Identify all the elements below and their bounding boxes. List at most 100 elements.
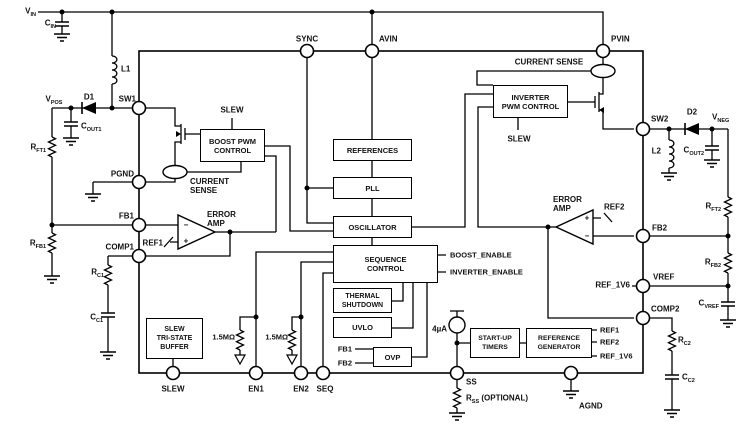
pin-comp2 <box>635 310 651 326</box>
inductor-l1 <box>111 55 118 85</box>
rss-label: RSS (OPTIONAL) <box>466 393 529 406</box>
capacitor-cc1 <box>100 312 116 318</box>
en2-pin-label: EN2 <box>293 384 309 394</box>
block-oscillator: OSCILLATOR <box>333 216 412 238</box>
sw2-pin-label: SW2 <box>651 114 669 124</box>
inverter-enable-label: INVERTER_ENABLE <box>450 267 523 277</box>
current-source-4ua <box>448 316 466 334</box>
cin-label: CIN <box>44 18 56 31</box>
junction-dot <box>725 233 731 239</box>
resistor-rss <box>452 387 462 409</box>
rfb2-label: RFB2 <box>704 257 721 270</box>
rc1-label: RC1 <box>91 267 104 280</box>
wires-external-bottom <box>456 380 572 413</box>
junction-dot <box>253 314 259 320</box>
pin-pvin <box>595 43 611 59</box>
pulldown-1m5-label-en2: 1.5MΩ <box>265 332 288 342</box>
ground-icon <box>62 137 80 146</box>
junction-dot <box>725 283 731 289</box>
capacitor-cout1 <box>63 121 79 127</box>
pin-vref <box>635 278 651 294</box>
current-sense-ellipse-boost <box>162 164 188 180</box>
vpos-label: VPOS <box>45 94 63 107</box>
pin-fb1 <box>131 217 147 233</box>
seq-pin-label: SEQ <box>316 384 334 394</box>
ovp-fb2-label: FB2 <box>337 358 352 368</box>
rc2-label: RC2 <box>678 335 691 348</box>
junction-dot <box>666 126 672 132</box>
error-amp-boost <box>177 213 217 251</box>
block-startup-timers: START-UP TIMERS <box>470 328 520 358</box>
pin-slew <box>165 365 181 381</box>
ground-icon <box>84 193 102 202</box>
current-4ua-label: 4µA <box>432 324 447 334</box>
rft2-label: RFT2 <box>705 201 721 214</box>
ref-1v6-output-label: REF_1V6 <box>600 351 633 361</box>
pvin-pin-label: PVIN <box>611 34 630 44</box>
resistor-rfb1 <box>47 232 57 254</box>
en1-pin-label: EN1 <box>248 384 264 394</box>
junction-dot <box>545 224 551 230</box>
block-pll: PLL <box>333 177 412 199</box>
block-boost-pwm-control: BOOST PWM CONTROL <box>200 129 265 162</box>
block-inverter-pwm-control: INVERTER PWM CONTROL <box>493 85 568 118</box>
block-sequence-control: SEQUENCE CONTROL <box>333 245 438 283</box>
d2-label: D2 <box>686 107 698 117</box>
rfb1-label: RFB1 <box>29 238 46 251</box>
resistor-rft1 <box>47 136 57 158</box>
junction-dot <box>298 314 304 320</box>
junction-dot <box>49 222 55 228</box>
fb1-pin-label: FB1 <box>118 211 134 221</box>
pin-fb2 <box>635 228 651 244</box>
current-sense-label-inverter: CURRENT SENSE <box>514 57 584 67</box>
slew-label-boost: SLEW <box>220 105 244 115</box>
block-thermal-shutdown: THERMAL SHUTDOWN <box>333 288 392 313</box>
ground-icon <box>53 33 71 42</box>
sync-pin-label: SYNC <box>295 34 319 44</box>
ref1-output-label: REF1 <box>600 325 620 335</box>
wires-center-column <box>306 58 373 245</box>
ss-pin-label: SS <box>466 377 477 387</box>
resistor-pulldown-en1 <box>235 329 245 351</box>
diode-d2 <box>684 122 700 136</box>
junction-dot <box>109 105 115 111</box>
ground-icon <box>448 412 466 421</box>
ea1-plus-sign: + <box>183 236 189 246</box>
sw1-pin-label: SW1 <box>118 94 136 104</box>
l1-label: L1 <box>121 64 131 74</box>
junction-dot <box>709 126 715 132</box>
resistor-rc1 <box>103 264 113 286</box>
junction-dot <box>227 229 233 235</box>
mosfet-arrow-icon <box>176 131 181 137</box>
error-amp-inverter <box>554 208 594 246</box>
capacitor-cout2 <box>704 145 720 151</box>
ground-icon <box>663 409 681 418</box>
current-sense-ellipse-inverter <box>590 63 616 79</box>
junction-dot <box>304 185 310 191</box>
ea1-minus-sign: − <box>183 220 189 230</box>
cc1-label: CC1 <box>90 312 103 325</box>
resistor-pulldown-en2 <box>287 329 297 351</box>
block-ovp: OVP <box>373 347 412 367</box>
fb2-pin-label: FB2 <box>652 223 668 233</box>
ea2-minus-sign: − <box>584 231 590 241</box>
wires-inverter-section <box>412 58 636 319</box>
slew-label-inverter: SLEW <box>507 134 531 144</box>
d1-label: D1 <box>83 92 95 102</box>
capacitor-cc2 <box>664 374 680 380</box>
diode-d1 <box>81 101 97 115</box>
resistor-rc2 <box>667 330 677 352</box>
error-amp-label-boost: ERROR AMP <box>207 210 236 228</box>
cout2-label: COUT2 <box>683 145 704 158</box>
ground-icon <box>562 390 580 399</box>
vref-pin-label: VREF <box>653 272 675 282</box>
ovp-fb1-label: FB1 <box>337 344 352 354</box>
ground-icon <box>703 159 721 168</box>
cout1-label: COUT1 <box>81 121 102 134</box>
comp1-pin-label: COMP1 <box>105 242 134 252</box>
junction-dot <box>68 105 74 111</box>
junction-dot <box>369 9 375 15</box>
pin-sw2 <box>635 121 651 137</box>
